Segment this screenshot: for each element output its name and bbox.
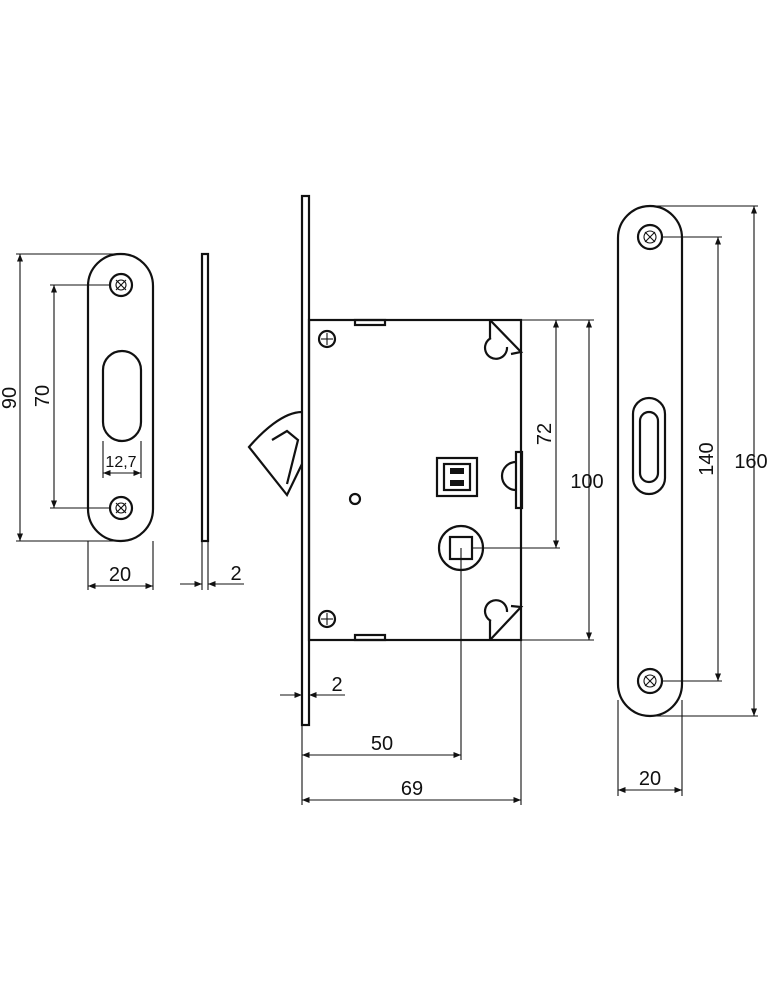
faceplate-width-label: 20: [639, 768, 661, 790]
lock-faceplate-thickness-label: 2: [331, 674, 342, 696]
strike-latch-slot: [101, 349, 143, 443]
faceplate-hook-slot: [631, 396, 667, 496]
strike-thickness-label: 2: [230, 563, 241, 585]
latch-stop: [500, 450, 524, 510]
strike-top-screw-icon: [108, 272, 134, 298]
strike-plate-front: [86, 252, 155, 543]
lock-body: [247, 194, 524, 727]
bottom-roller-cam: [483, 599, 524, 641]
center-spacing-label: 72: [534, 423, 556, 445]
case-top-rivet-icon: [317, 329, 337, 349]
strike-hole-spacing-label: 70: [32, 385, 54, 407]
follower-square-icon: [435, 456, 479, 498]
case-bottom-rivet-icon: [317, 609, 337, 629]
faceplate-hole-spacing-label: 140: [696, 442, 718, 475]
lock-depth-dimension: 69: [302, 480, 522, 805]
faceplate-height-dimension: 160: [650, 205, 768, 717]
lock-case: [307, 318, 523, 642]
case-height-label: 100: [570, 471, 603, 493]
pin-hole: [348, 492, 362, 506]
lock-depth-label: 69: [401, 778, 423, 800]
faceplate-hole-spacing-dimension: 140: [662, 236, 722, 682]
backset-dimension: 50: [301, 548, 462, 805]
faceplate-top-screw-icon: [636, 223, 664, 251]
strike-thickness-dimension: 2: [180, 541, 244, 590]
case-height-dimension: 100: [521, 319, 604, 641]
top-roller-cam: [483, 319, 524, 360]
strike-bottom-screw-icon: [108, 495, 134, 521]
strike-height-dimension: 90: [0, 253, 120, 542]
strike-height-label: 90: [0, 387, 21, 409]
hook-bolt: [247, 410, 303, 498]
strike-slot-width-label: 12,7: [105, 454, 136, 471]
strike-plate-side: [200, 252, 210, 543]
faceplate-bottom-screw-icon: [636, 667, 664, 695]
strike-width-dimension: 20: [87, 541, 154, 590]
strike-slot-width-dimension: 12,7: [102, 441, 142, 478]
strike-hole-spacing-dimension: 70: [32, 284, 110, 509]
lock-faceplate-thickness-dimension: 2: [280, 674, 345, 700]
faceplate-height-label: 160: [734, 451, 767, 473]
faceplate-front: [616, 204, 684, 718]
faceplate-width-dimension: 20: [617, 700, 683, 796]
strike-width-label: 20: [109, 564, 131, 586]
backset-label: 50: [371, 733, 393, 755]
center-spacing-dimension: 72: [472, 319, 560, 549]
